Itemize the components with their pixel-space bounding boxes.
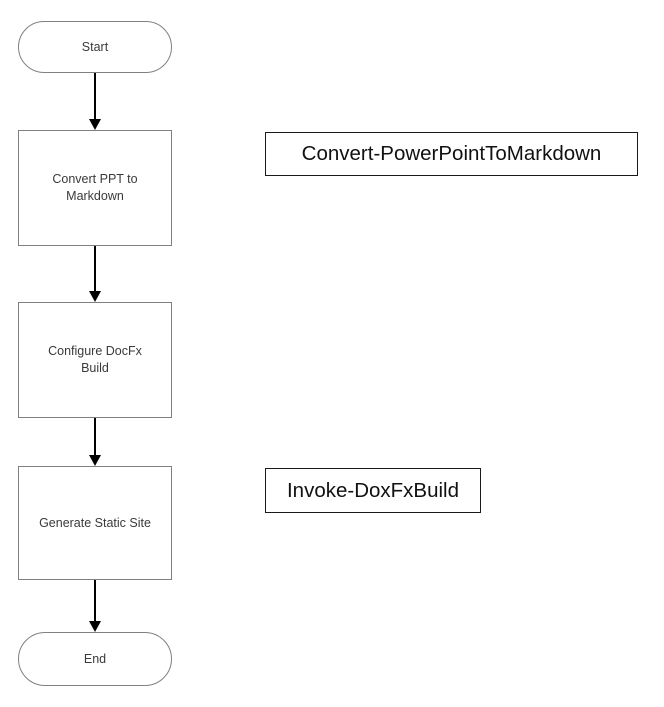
annotation-box-invoke-doxfxbuild[interactable]: Invoke-DoxFxBuild xyxy=(265,468,481,513)
flow-node-generate-site-label: Generate Static Site xyxy=(39,515,151,530)
arrow-stem xyxy=(94,580,96,621)
flow-node-convert-ppt-label: Convert PPT to Markdown xyxy=(52,172,138,203)
flow-node-configure-docfx-label: Configure DocFx Build xyxy=(48,344,142,375)
arrow-generate-site-to-end xyxy=(89,580,101,632)
flow-node-start[interactable]: Start xyxy=(18,21,172,73)
flow-node-end[interactable]: End xyxy=(18,632,172,686)
arrowhead-down-icon xyxy=(89,455,101,466)
arrow-start-to-convert-ppt xyxy=(89,73,101,130)
arrowhead-down-icon xyxy=(89,621,101,632)
arrowhead-down-icon xyxy=(89,119,101,130)
arrow-stem xyxy=(94,246,96,291)
flow-node-end-label: End xyxy=(83,651,107,666)
annotation-label: Convert-PowerPointToMarkdown xyxy=(301,142,602,165)
flow-node-configure-docfx[interactable]: Configure DocFx Build xyxy=(18,302,172,418)
arrowhead-down-icon xyxy=(89,291,101,302)
arrow-stem xyxy=(94,73,96,119)
arrow-stem xyxy=(94,418,96,455)
flow-node-convert-ppt[interactable]: Convert PPT to Markdown xyxy=(18,130,172,246)
flow-node-generate-site[interactable]: Generate Static Site xyxy=(18,466,172,580)
arrow-configure-docfx-to-generate-site xyxy=(89,418,101,466)
annotation-box-convert-powerpoint-to-markdown[interactable]: Convert-PowerPointToMarkdown xyxy=(265,132,638,176)
arrow-convert-ppt-to-configure-docfx xyxy=(89,246,101,302)
annotation-label: Invoke-DoxFxBuild xyxy=(286,478,460,502)
flow-node-start-label: Start xyxy=(81,39,109,54)
